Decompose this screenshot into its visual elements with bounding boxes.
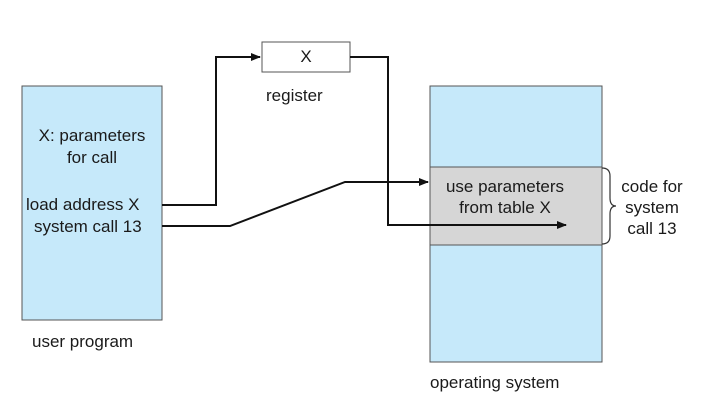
parameters-label: X: parameters: [38, 126, 146, 145]
system-call-arrow: [162, 178, 429, 227]
register-to-table-arrow: [350, 56, 567, 229]
from-table-label: from table X: [459, 198, 551, 217]
register-caption: register: [266, 86, 323, 105]
call-13-label: call 13: [627, 219, 677, 238]
load-address-label: load address X: [26, 195, 140, 214]
register-value: X: [300, 47, 312, 66]
system-label: system: [625, 198, 679, 217]
for-call-label: for call: [66, 148, 118, 167]
user-program-caption: user program: [32, 332, 134, 351]
load-address-arrow: [162, 53, 261, 206]
user-program-box: [21, 85, 163, 321]
use-parameters-label: use parameters: [445, 177, 565, 196]
system-call-label: system call 13: [34, 217, 142, 236]
code-brace: [601, 167, 617, 245]
parameter-table-region: [429, 166, 603, 246]
code-for-label: code for: [621, 177, 683, 196]
operating-system-caption: operating system: [430, 373, 560, 392]
